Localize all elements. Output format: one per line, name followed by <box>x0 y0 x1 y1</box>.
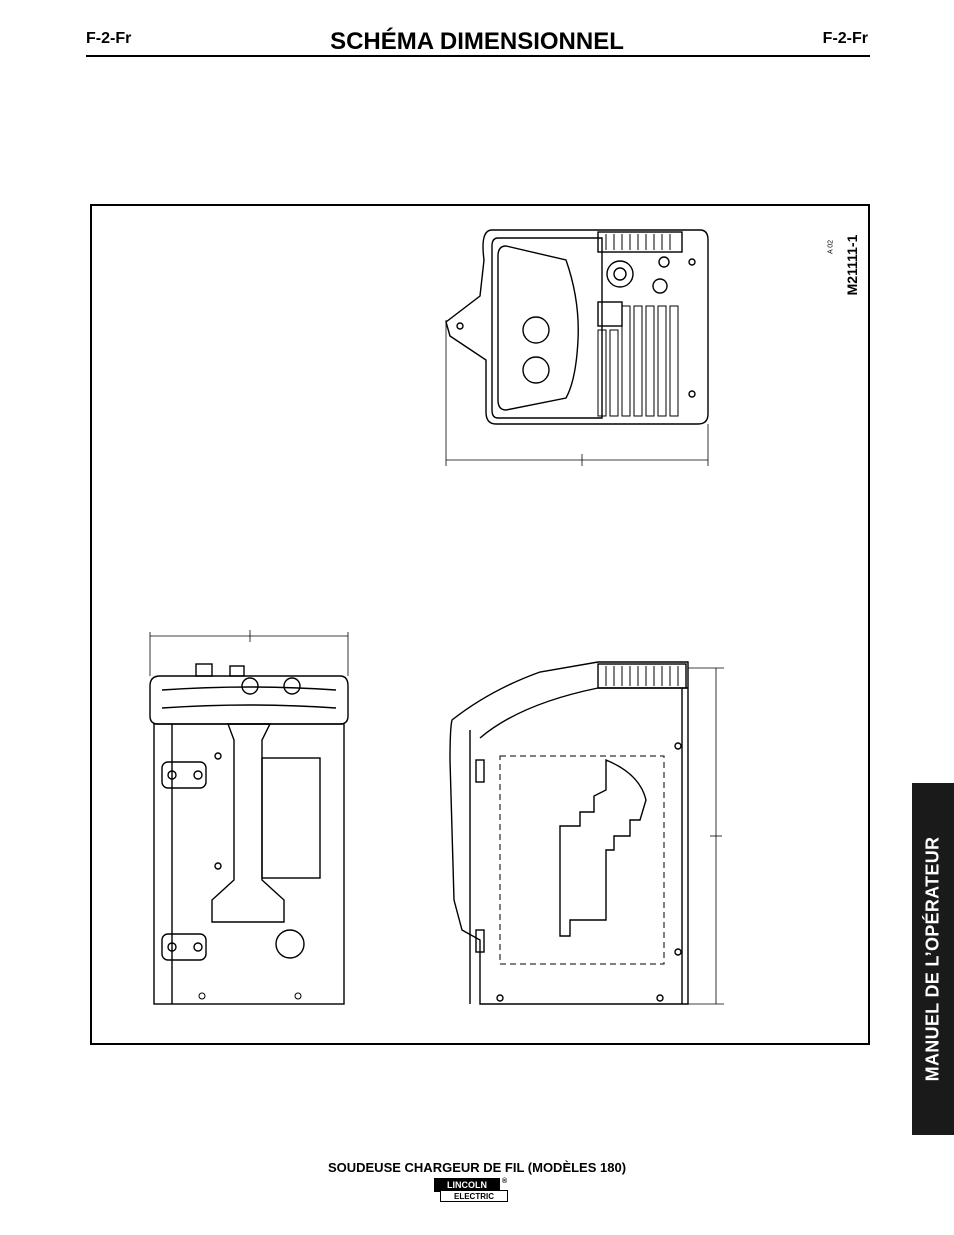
lincoln-electric-logo: LINCOLN ELECTRIC ® <box>434 1178 510 1204</box>
top-view <box>445 229 709 466</box>
drawing-number: M21111-1 <box>844 234 860 296</box>
page-code-right: F-2-Fr <box>822 30 868 47</box>
page-code-left: F-2-Fr <box>86 30 132 47</box>
drawing-frame <box>90 204 870 1045</box>
front-view <box>149 630 349 1005</box>
side-view <box>449 661 724 1005</box>
side-tab-label: MANUEL DE L’OPÉRATEUR <box>922 836 943 1082</box>
footer-product-name: SOUDEUSE CHARGEUR DE FIL (MODÈLES 180) <box>327 1160 627 1175</box>
logo-registered-mark: ® <box>502 1178 508 1185</box>
page-title: SCHÉMA DIMENSIONNEL <box>330 28 624 55</box>
header-rule <box>86 55 870 57</box>
side-tab-operator-manual[interactable]: MANUEL DE L’OPÉRATEUR <box>912 783 954 1135</box>
revision-label: A 02 <box>827 239 835 255</box>
logo-bottom-text: ELECTRIC <box>440 1190 508 1202</box>
